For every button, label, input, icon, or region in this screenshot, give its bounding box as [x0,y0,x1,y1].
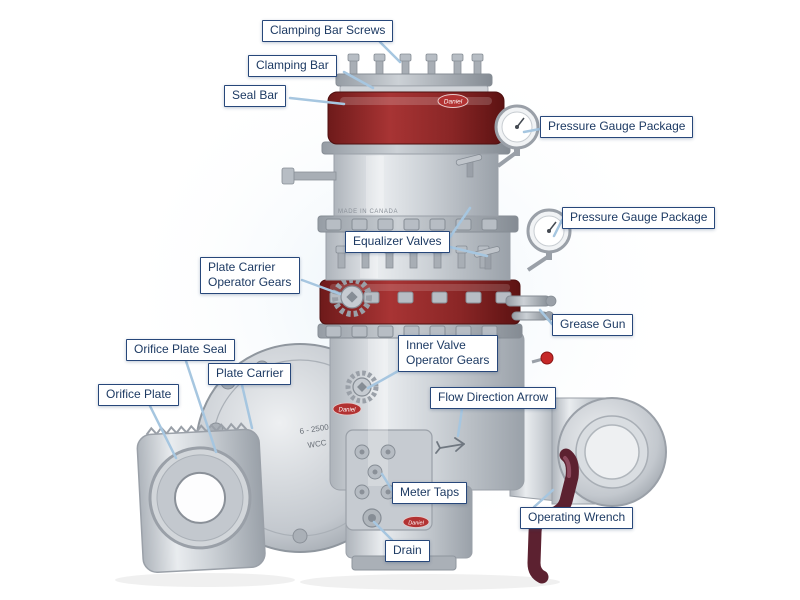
label-operating-wrench: Operating Wrench [520,507,634,529]
flow-arrow-engraving [435,437,465,454]
label-pressure-gauge-package-mid: Pressure Gauge Package [562,207,716,229]
plate-shadow [115,573,295,587]
orifice-plate-assembly [136,422,266,573]
label-orifice-plate-seal: Orifice Plate Seal [126,339,235,361]
grease-fittings [505,295,557,321]
label-plate-carrier-operator-gears: Plate Carrier Operator Gears [200,257,300,294]
made-in-text: MADE IN CANADA [338,209,398,215]
drain-plug [362,508,382,528]
label-plate-carrier: Plate Carrier [208,363,292,385]
mid-flange-upper [317,215,519,233]
label-inner-valve-operator-gears: Inner Valve Operator Gears [398,335,498,372]
label-drain: Drain [385,540,430,562]
brand-badge-lower [402,516,430,528]
top-clamping-assembly: Daniel [327,53,505,145]
material-text: WCC [307,438,327,450]
brand-badge-body [332,402,362,416]
gear-inner-valve [345,370,379,404]
brand-badge-top [437,94,469,108]
upper-cylinder [281,141,511,217]
label-seal-bar: Seal Bar [224,85,287,107]
label-grease-gun: Grease Gun [552,314,634,336]
pressure-gauge-mid [526,208,572,272]
body-shadow [300,574,560,590]
leader-lines [148,40,564,542]
label-pressure-gauge-package-top: Pressure Gauge Package [540,116,694,138]
label-flow-direction-arrow: Flow Direction Arrow [430,387,557,409]
label-clamping-bar-screws: Clamping Bar Screws [262,20,394,42]
label-clamping-bar: Clamping Bar [248,55,337,77]
outlet-flange [557,397,667,507]
orifice-bore [173,471,226,524]
pressure-gauge-top [494,104,540,168]
red-ball-lever [531,351,554,365]
label-orifice-plate: Orifice Plate [98,384,180,406]
brand-text-top: Daniel [444,99,463,106]
label-meter-taps: Meter Taps [392,482,468,504]
brand-text-lower: Daniel [408,521,424,527]
label-equalizer-valves: Equalizer Valves [345,231,450,253]
brand-text-body: Daniel [338,408,356,414]
